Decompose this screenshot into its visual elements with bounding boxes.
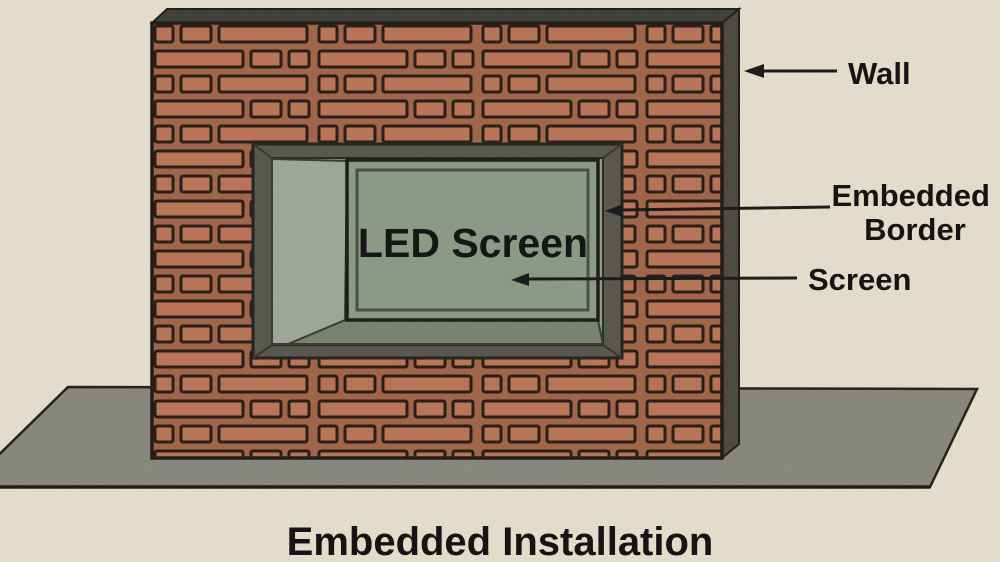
embedded-installation-diagram: LED Screen Wall Embedded Border Screen E…	[0, 0, 1000, 562]
grain-overlay	[0, 0, 1000, 562]
diagram-canvas: LED Screen Wall Embedded Border Screen E…	[0, 0, 1000, 562]
